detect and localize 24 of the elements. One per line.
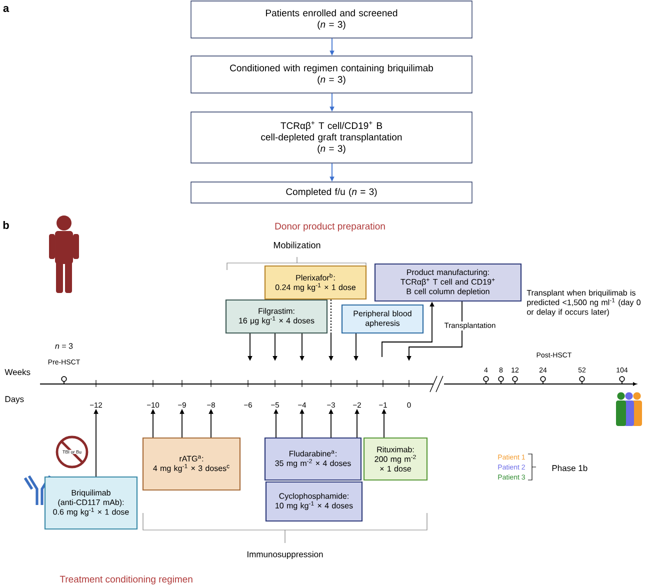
section-title: Treatment conditioning regimen [60,576,192,584]
process-box: Product manufacturing: TCRαβ$^{+}$ T cell and CD19$^{+}$ B cell column depletion [374,263,522,302]
treatment-box: rATG$^{a}$: 4 mg kg$^{-1}$ × 3 doses$^{c}$ [142,437,241,491]
flowchart-box: Conditioned with regimen containing briquilimab (n = 3) [190,56,472,94]
bracket-label: Immunosuppression [248,551,323,559]
axis-label: Weeks [4,368,30,376]
group-label: Phase 1b [552,464,588,472]
treatment-box: Rituximab: 200 mg m$^{-2}$ × 1 dose [363,437,428,481]
treatment-box: Briquilimab (anti-CD117 mAb): 0.6 mg kg$^{-1}$ × 1 dose [44,476,138,530]
flowchart-box: Completed f/u (n = 3) [190,182,472,204]
axis-label: Days [5,396,24,404]
bracket-label: Mobilization [274,242,320,248]
treatment-box: Fludarabine$^{a}$: 35 mg m$^{-2}$ × 4 doses [264,437,362,481]
note: Transplant when briquilimab is predicted <1,500 ng ml$^{-1}$ (day 0 or delay if occurs later) [526,290,640,316]
panel-letter: a [3,6,10,12]
panel-letter: b [3,220,9,230]
flowchart-box: Patients enrolled and screened (n = 3) [190,0,472,38]
count-label: n = 3 [55,343,73,349]
flowchart-box: TCRαβ$^{+}$ T cell/CD19$^{+}$ B cell-depleted graft transplantation (n = 3) [190,112,472,164]
process-box: Peripheral blood apheresis [341,304,424,334]
section-title: Donor product preparation [275,222,385,232]
treatment-box: Cyclophosphamide: 10 mg kg$^{-1}$ × 4 doses [265,481,363,522]
treatment-box: Plerixafor$^{b}$: 0.24 mg kg$^{-1}$ × 1 dose [264,265,367,300]
treatment-box: Filgrastim: 16 μg kg$^{-1}$ × 4 doses [225,299,328,334]
